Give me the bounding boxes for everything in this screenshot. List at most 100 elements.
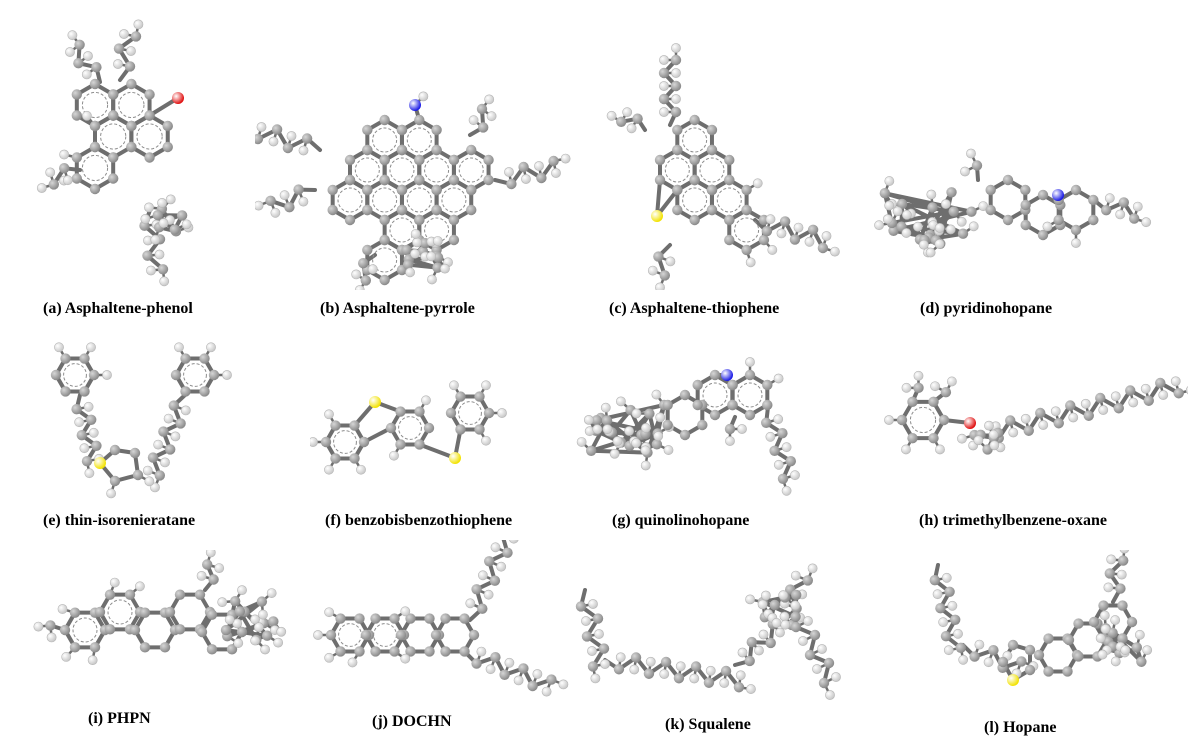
carbon-atom (424, 646, 435, 657)
carbon-atom (727, 379, 738, 391)
carbon-atom (1083, 410, 1094, 421)
hydrogen-atom (477, 570, 488, 581)
carbon-atom (616, 116, 627, 128)
carbon-atom (370, 613, 381, 624)
carbon-atom (746, 636, 757, 648)
molecule-k-squalene (575, 563, 841, 700)
heteroatom (964, 417, 976, 429)
hydrogen-atom (109, 577, 120, 588)
hydrogen-atom (54, 342, 64, 353)
caption-b: (b) Asphaltene-pyrrole (320, 300, 475, 317)
carbon-atom (104, 589, 116, 600)
hydrogen-atom (324, 464, 334, 475)
molecule-a-asphaltene-phenol (36, 19, 194, 287)
carbon-atom (396, 184, 408, 196)
carbon-atom (1063, 634, 1075, 646)
carbon-atom (483, 174, 494, 186)
heteroatom (94, 457, 106, 469)
hydrogen-atom (831, 672, 841, 682)
carbon-atom (330, 453, 341, 464)
carbon-atom (896, 414, 908, 426)
hydrogen-atom (665, 256, 676, 267)
hydrogen-atom (119, 29, 129, 39)
carbon-atom (818, 677, 830, 689)
carbon-atom (1043, 633, 1054, 644)
carbon-atom (762, 399, 773, 411)
carbon-atom (448, 234, 460, 246)
molecule-d-pyridinohopane (874, 148, 1152, 258)
hydrogen-atom (640, 460, 651, 471)
carbon-atom (414, 114, 425, 126)
carbon-atom (823, 657, 835, 669)
carbon-atom (1129, 213, 1140, 224)
carbon-atom (431, 184, 442, 196)
carbon-atom (957, 228, 969, 239)
carbon-atom (79, 353, 90, 364)
carbon-atom (724, 174, 735, 186)
carbon-atom (86, 414, 97, 425)
hydrogen-atom (600, 659, 610, 669)
carbon-atom (744, 369, 756, 381)
panel-j (310, 540, 570, 700)
carbon-atom (692, 379, 703, 391)
carbon-atom (432, 262, 443, 273)
carbon-atom (202, 559, 213, 570)
hydrogen-atom (807, 563, 818, 574)
atom-layer (576, 357, 800, 496)
hydrogen-atom (46, 632, 57, 643)
hydrogen-atom (1104, 193, 1115, 204)
carbon-atom (706, 184, 718, 196)
molecule-g-quinolinohopane (576, 357, 800, 496)
hydrogen-atom (59, 149, 70, 160)
carbon-atom (613, 664, 625, 675)
hydrogen-atom (400, 606, 411, 617)
carbon-atom (159, 642, 171, 653)
hydrogen-atom (775, 627, 785, 638)
carbon-atom (654, 154, 666, 166)
hydrogen-atom (150, 482, 160, 493)
carbon-atom (673, 673, 685, 684)
carbon-atom (89, 78, 101, 90)
carbon-atom (692, 399, 703, 411)
carbon-atom (389, 646, 400, 657)
hydrogen-atom (892, 206, 903, 217)
aromatic-ring-layer (63, 363, 207, 387)
carbon-atom (724, 234, 735, 246)
carbon-atom (170, 369, 182, 381)
hydrogen-atom (81, 69, 92, 80)
carbon-atom (325, 629, 337, 641)
hydrogen-atom (812, 664, 822, 674)
hydrogen-atom (583, 414, 594, 425)
caption-i: (i) PHPN (88, 710, 151, 727)
hydrogen-atom (960, 166, 970, 177)
carbon-atom (888, 225, 899, 236)
hydrogen-atom (956, 216, 967, 227)
carbon-atom (445, 407, 457, 419)
carbon-atom (1117, 633, 1128, 644)
carbon-atom (76, 430, 87, 441)
carbon-atom (45, 620, 56, 631)
molecule-b-asphaltene-pyrrole (255, 91, 571, 290)
carbon-atom (1104, 568, 1115, 579)
hydrogen-atom (356, 464, 366, 475)
hydrogen-atom (273, 637, 284, 648)
hydrogen-atom (953, 628, 963, 639)
aromatic-ring-layer (909, 406, 937, 434)
hydrogen-atom (817, 644, 827, 654)
caption-g: (g) quinolinohopane (612, 512, 750, 529)
carbon-atom (762, 379, 773, 391)
carbon-atom (349, 453, 360, 464)
carbon-atom (424, 613, 435, 624)
carbon-atom (402, 259, 414, 270)
carbon-atom (471, 658, 482, 669)
carbon-atom (379, 174, 390, 186)
hydrogen-atom (912, 221, 923, 232)
carbon-atom (109, 444, 121, 456)
carbon-atom (395, 439, 406, 450)
carbon-atom (81, 456, 93, 467)
hydrogen-atom (113, 59, 123, 69)
carbon-atom (1053, 214, 1064, 226)
carbon-atom (689, 154, 700, 166)
hydrogen-atom (82, 110, 92, 121)
carbon-atom (703, 677, 715, 688)
